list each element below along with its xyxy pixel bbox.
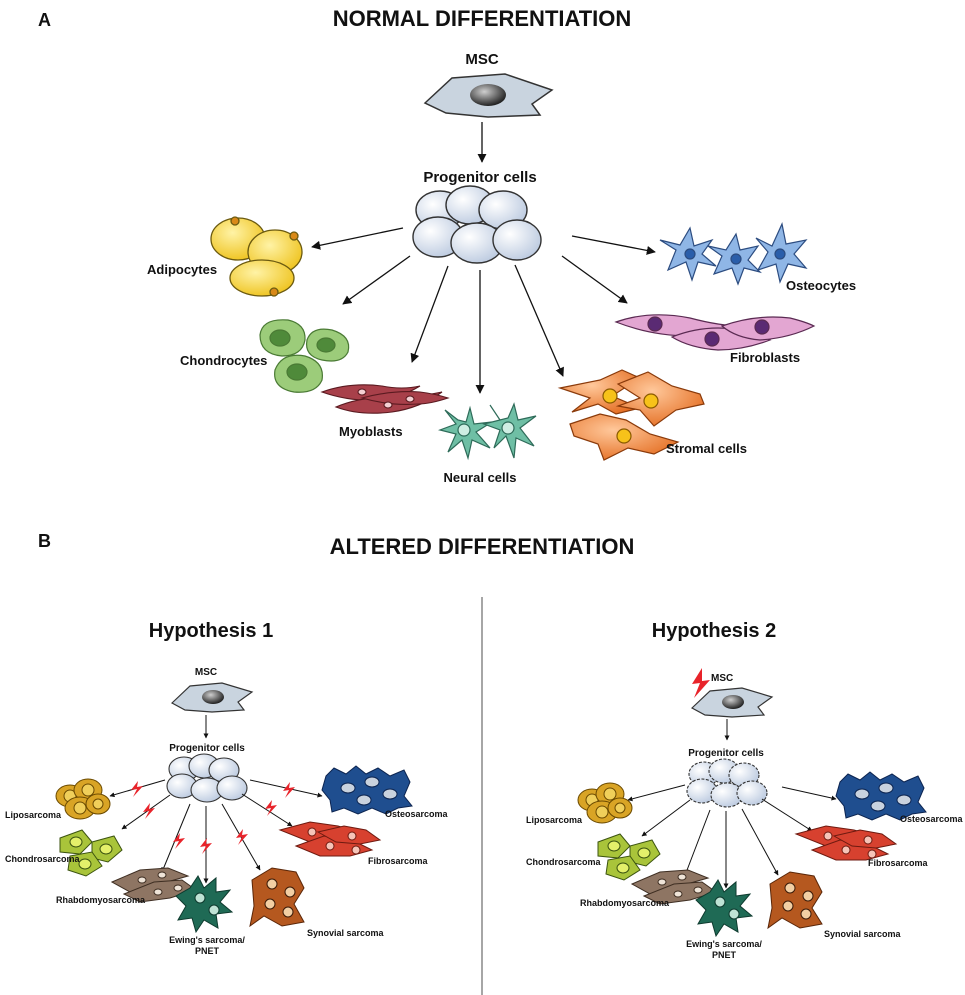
neural-cells-label: Neural cells [444, 470, 517, 485]
arrow-to-myoblasts [410, 265, 449, 363]
myoblast-cells [320, 384, 450, 414]
h2-fibrosarcoma-label: Fibrosarcoma [868, 858, 929, 868]
h2-ewing-label-2: PNET [712, 950, 737, 960]
h2-msc-label: MSC [711, 673, 733, 684]
fibroblasts-label: Fibroblasts [730, 350, 800, 365]
lightning-icon [131, 781, 143, 797]
h2-progenitor-cluster [686, 758, 768, 808]
panel-a-arrows [311, 227, 656, 394]
fibroblast-cells [614, 314, 816, 351]
arrow-to-adipocytes [311, 227, 404, 250]
h1-synovial-label: Synovial sarcoma [307, 928, 385, 938]
osteocyte-cells [659, 222, 808, 286]
myoblasts-label: Myoblasts [339, 424, 403, 439]
h2-synovial-label: Synovial sarcoma [824, 929, 902, 939]
lightning-icon [143, 803, 155, 819]
h2-arrows [627, 784, 837, 889]
h2-msc-cell [690, 687, 774, 718]
h1-osteosarcoma-cells [321, 765, 413, 815]
h1-lightning-icons [131, 781, 295, 854]
osteocytes-label: Osteocytes [786, 278, 856, 293]
chondrocytes-label: Chondrocytes [180, 353, 267, 368]
h2-chondrosarcoma-cells [597, 833, 661, 881]
h1-ewing-label-2: PNET [195, 946, 220, 956]
h2-liposarcoma-label: Liposarcoma [526, 815, 583, 825]
h1-msc-label: MSC [195, 667, 217, 678]
h1-chondrosarcoma-cells [59, 829, 123, 877]
adipocytes-label: Adipocytes [147, 262, 217, 277]
hypothesis-1: Hypothesis 1 MSC Progenitor cells [5, 620, 449, 956]
h1-fibrosarcoma-label: Fibrosarcoma [368, 856, 429, 866]
arrow-to-fibroblasts [561, 255, 628, 304]
chondrocyte-cells [259, 319, 350, 393]
h2-rhabdomyosarcoma-label: Rhabdomyosarcoma [580, 898, 670, 908]
h1-synovial-cells [249, 867, 305, 928]
h1-progenitor-cluster [166, 753, 248, 803]
h1-ewing-label-1: Ewing's sarcoma/ [169, 935, 245, 945]
h2-progenitor-label: Progenitor cells [688, 748, 764, 759]
progenitor-cluster [412, 185, 542, 264]
h2-ewing-label-1: Ewing's sarcoma/ [686, 939, 762, 949]
h1-msc-cell [170, 682, 254, 713]
progenitor-label: Progenitor cells [423, 169, 536, 186]
h1-progenitor-label: Progenitor cells [169, 743, 245, 754]
h1-ewing-cells [175, 875, 234, 934]
panel-b-title: ALTERED DIFFERENTIATION [330, 534, 635, 559]
h2-synovial-cells [767, 871, 823, 930]
lightning-icon [236, 829, 248, 845]
msc-label: MSC [465, 51, 499, 68]
panel-a-letter: A [38, 10, 51, 30]
h2-title: Hypothesis 2 [652, 620, 776, 642]
h2-chondrosarcoma-label: Chondrosarcoma [526, 857, 602, 867]
h1-osteosarcoma-label: Osteosarcoma [385, 809, 449, 819]
lightning-icon [265, 800, 277, 816]
stromal-cells-label: Stromal cells [666, 441, 747, 456]
adipocyte-cells [210, 216, 303, 297]
panel-b-letter: B [38, 531, 51, 551]
lightning-icon [283, 782, 295, 798]
lightning-icon [173, 833, 185, 849]
h2-msc-lightning-icon [692, 668, 710, 698]
h1-chondrosarcoma-label: Chondrosarcoma [5, 854, 81, 864]
h1-fibrosarcoma-cells [278, 821, 382, 857]
arrow-to-osteocytes [571, 235, 656, 255]
h1-liposarcoma-cells [55, 778, 111, 820]
hypothesis-2: Hypothesis 2 MSC Progenitor cells [526, 620, 964, 960]
h2-osteosarcoma-label: Osteosarcoma [900, 814, 964, 824]
h1-rhabdomyosarcoma-label: Rhabdomyosarcoma [56, 895, 146, 905]
lightning-icon [200, 838, 212, 854]
h2-fibrosarcoma-cells [794, 825, 898, 861]
h2-liposarcoma-cells [577, 782, 633, 824]
msc-cell [423, 73, 554, 118]
h2-osteosarcoma-cells [835, 771, 927, 821]
stromal-cells [557, 369, 705, 461]
arrow-to-stromal [514, 264, 564, 377]
h1-title: Hypothesis 1 [149, 620, 273, 642]
h2-ewing-cells [695, 879, 754, 938]
h1-liposarcoma-label: Liposarcoma [5, 810, 62, 820]
neural-cells [437, 402, 537, 461]
panel-a-title: NORMAL DIFFERENTIATION [333, 6, 632, 31]
arrow-to-chondrocytes [342, 255, 411, 305]
